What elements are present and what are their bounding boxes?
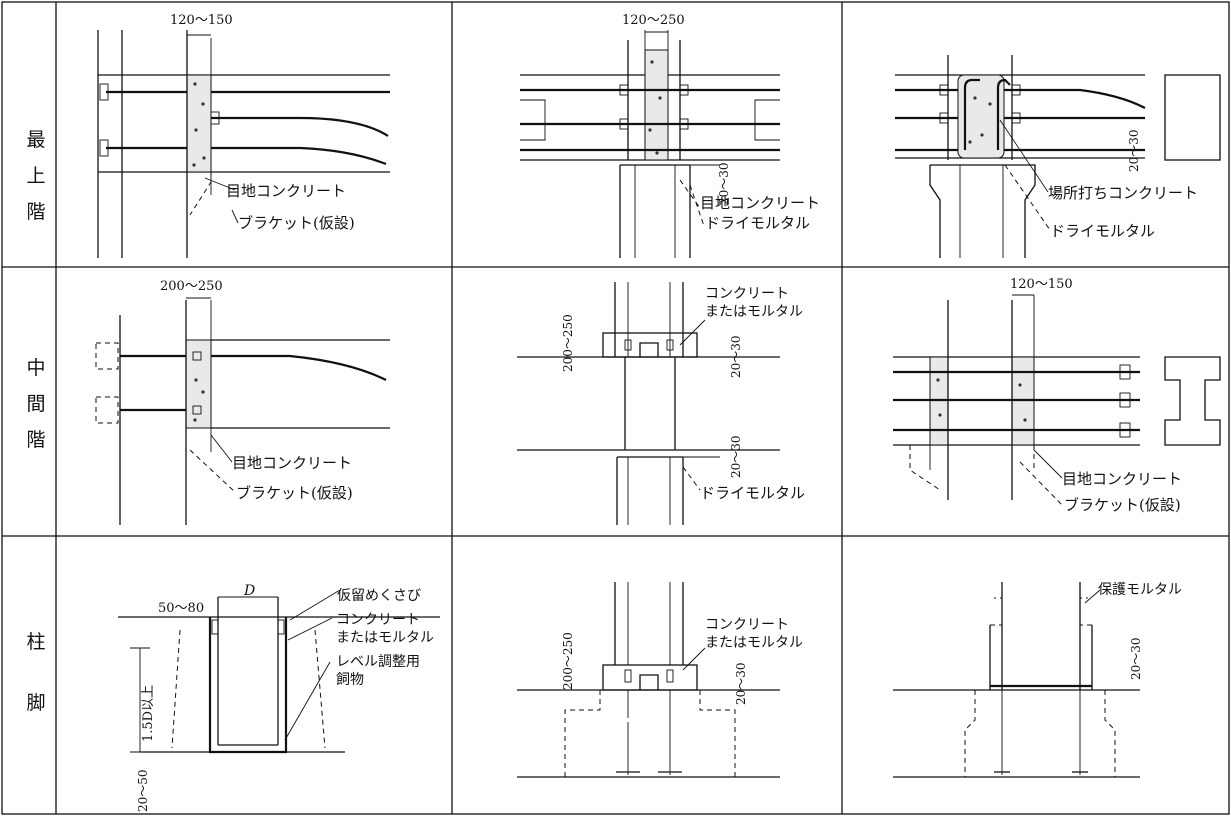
row-label-base: 柱 脚	[18, 612, 54, 734]
joint-concrete-fill-c	[185, 339, 212, 429]
label-dry-mortar-c: ドライモルタル	[1050, 222, 1155, 240]
label-joint-concrete-b: 目地コンクリート	[700, 194, 820, 212]
label-concrete-d1: コンクリート	[705, 617, 789, 633]
joint-concrete-fill-b	[644, 49, 669, 161]
row-label-middle-char-3: 階	[26, 429, 46, 452]
detail-middle-floor-b: 200～250 20～30 20～30 コンクリート またはモルタル ドライモル…	[517, 282, 805, 525]
label-bracket-a: ブラケット(仮設)	[238, 214, 355, 232]
label-level-shim-2: 飼物	[336, 672, 364, 688]
row-label-middle-char-1: 中	[26, 357, 46, 379]
label-concrete-d2: またはモルタル	[705, 635, 803, 651]
dim-mid-mid-gap-1: 20～30	[729, 335, 743, 378]
detail-top-floor-a: 120～150 目地コンクリート ブラケット(仮設)	[97, 13, 390, 258]
detail-top-floor-c: 20～30 場所打ちコンクリート ドライモルタル	[895, 55, 1221, 258]
label-joint-concrete-e: 目地コンクリート	[1062, 470, 1182, 488]
dim-top-mid: 120～250	[622, 13, 685, 28]
dim-mid-left: 200～250	[160, 279, 223, 294]
label-dry-mortar-d: ドライモルタル	[700, 484, 805, 502]
label-concrete-c1: コンクリート	[336, 612, 420, 628]
dim-base-20-50: 20～50	[136, 769, 150, 812]
label-concrete-b1: コンクリート	[705, 286, 789, 302]
detail-middle-floor-c: 120～150 目地コンクリート ブラケット(仮設)	[893, 277, 1221, 514]
dim-mid-right: 120～150	[1010, 277, 1073, 292]
label-joint-concrete-a: 目地コンクリート	[226, 182, 346, 200]
cast-in-place-fill	[957, 74, 1005, 159]
label-concrete-c2: またはモルタル	[336, 630, 434, 646]
label-dry-mortar-b: ドライモルタル	[705, 214, 810, 232]
row-label-base-char-2: 脚	[26, 691, 46, 714]
row-label-middle: 中 間 階	[18, 350, 54, 458]
row-label-top-char-2: 上	[26, 165, 46, 188]
joint-concrete-fill	[186, 74, 212, 173]
label-cast-in-place: 場所打ちコンクリート	[1048, 184, 1198, 202]
label-joint-concrete-c: 目地コンクリート	[232, 454, 352, 472]
dim-base-mid-gap: 20～30	[734, 662, 748, 705]
row-label-top-char-3: 階	[26, 201, 46, 224]
detail-column-base-c: 20～30 保護モルタル	[893, 582, 1182, 778]
section-plan-box	[1164, 74, 1221, 161]
row-label-top-char-1: 最	[26, 129, 46, 151]
dim-top-left: 120～150	[170, 13, 233, 28]
label-bracket-c: ブラケット(仮設)	[236, 484, 353, 502]
label-temp-wedge: 仮留めくさび	[337, 588, 421, 604]
detail-column-base-b: 200～250 20～30 コンクリート またはモルタル	[517, 582, 803, 778]
detail-middle-floor-a: 200～250 目地コンクリート ブラケット(仮設)	[95, 279, 390, 525]
dim-top-mid-gap: 20～30	[717, 162, 731, 205]
dim-base-D: D	[243, 583, 255, 599]
dim-base-right-gap: 20～30	[1129, 637, 1143, 680]
label-bracket-e: ブラケット(仮設)	[1064, 496, 1181, 514]
section-plan-h	[1164, 356, 1221, 446]
row-label-middle-char-2: 間	[26, 393, 46, 416]
dim-base-50-80: 50～80	[158, 601, 204, 616]
dim-mid-mid-height: 200～250	[561, 314, 575, 372]
row-label-top: 最 上 階	[18, 122, 54, 230]
dim-base-mid-height: 200～250	[561, 632, 575, 690]
label-protect-mortar: 保護モルタル	[1098, 582, 1182, 598]
row-label-base-char-1: 柱	[26, 631, 46, 653]
dim-base-15D: 1.5D以上	[141, 685, 156, 742]
dim-top-right-gap: 20～30	[1127, 129, 1141, 172]
detail-column-base-a: D 50～80 1.5D以上 20～50 仮留めくさび コンクリート またはモル…	[118, 583, 440, 812]
label-level-shim-1: レベル調整用	[336, 654, 420, 670]
dim-mid-mid-gap-2: 20～30	[729, 435, 743, 478]
label-concrete-b2: またはモルタル	[705, 304, 803, 320]
detail-top-floor-b: 120～250 20～30 目地コンクリート ドライモルタル	[520, 13, 820, 258]
